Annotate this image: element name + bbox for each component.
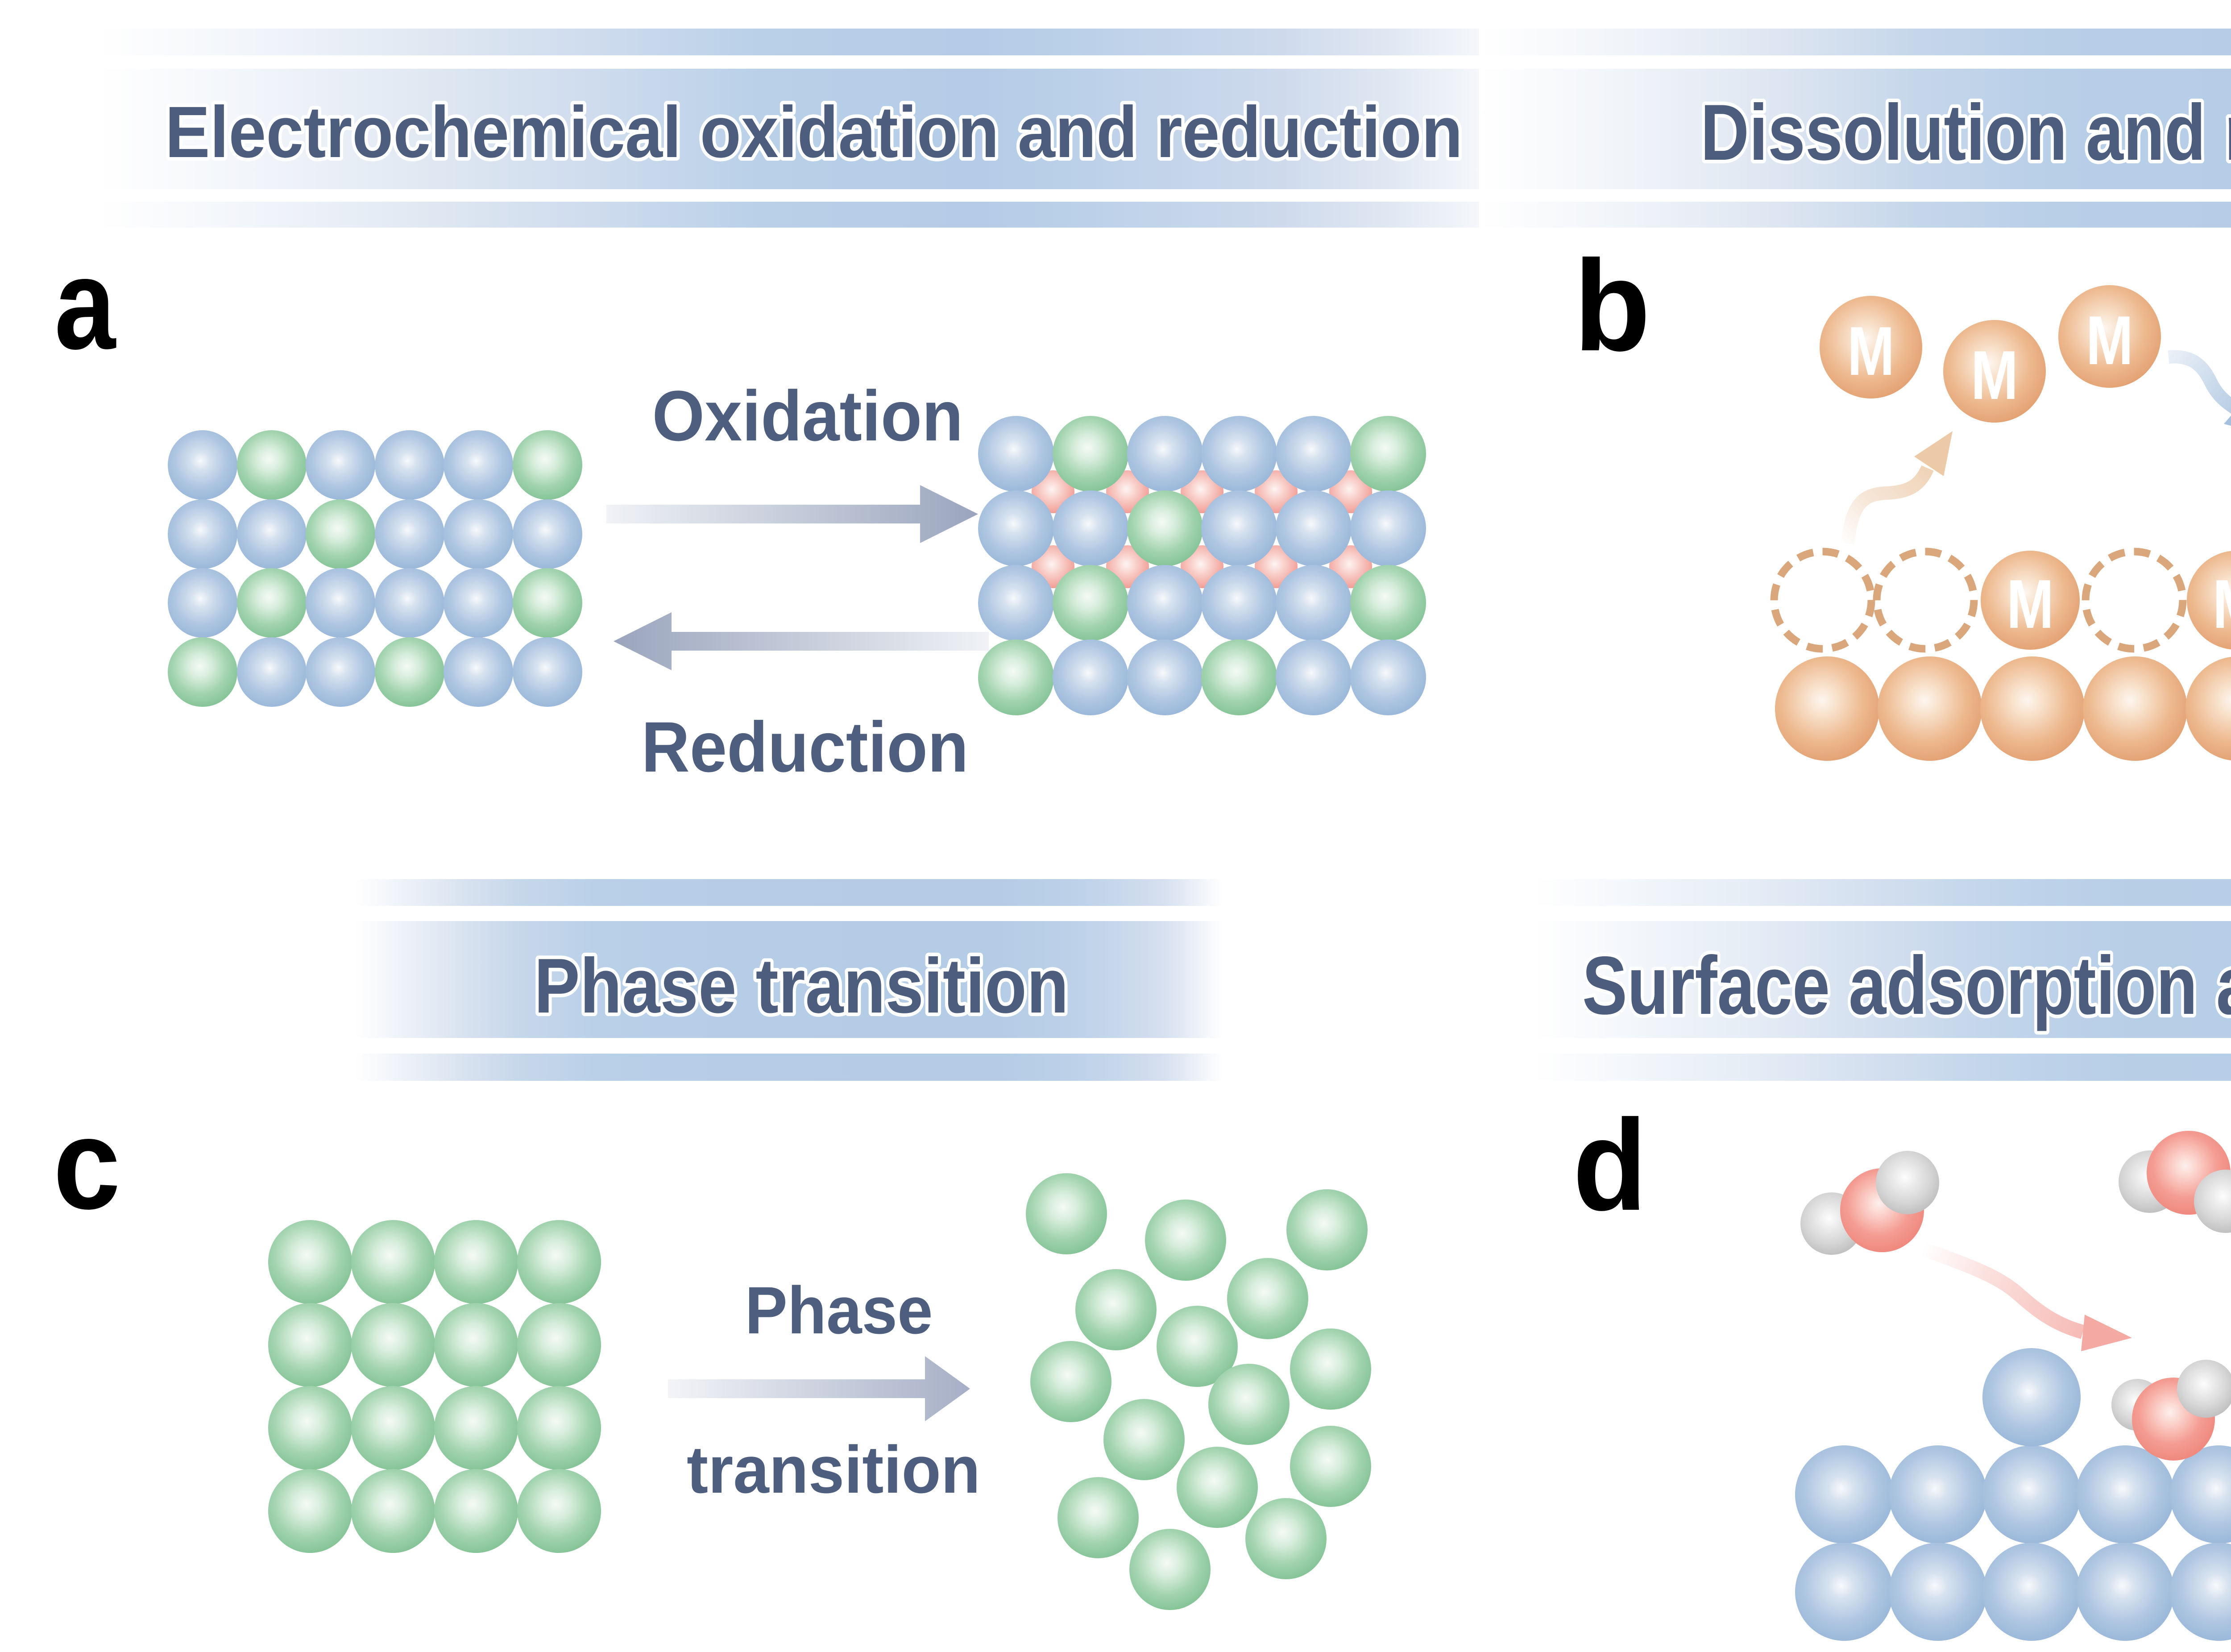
svg-text:Phase transition: Phase transition <box>534 942 1069 1029</box>
svg-text:M: M <box>2007 565 2054 643</box>
svg-text:M: M <box>2086 302 2133 379</box>
svg-text:M: M <box>1971 336 2018 414</box>
svg-text:a: a <box>54 232 116 376</box>
svg-text:b: b <box>1574 233 1650 378</box>
svg-text:Phase: Phase <box>745 1273 933 1348</box>
svg-text:transition: transition <box>687 1432 980 1507</box>
svg-text:Reduction: Reduction <box>642 707 969 787</box>
svg-text:Surface adsorption and coordin: Surface adsorption and coordination <box>1582 940 2231 1032</box>
svg-text:M: M <box>1847 312 1895 390</box>
svg-text:M: M <box>2213 565 2231 643</box>
svg-text:c: c <box>53 1092 120 1236</box>
svg-text:Electrochemical oxidation and: Electrochemical oxidation and reduction <box>165 91 1463 173</box>
svg-text:Oxidation: Oxidation <box>652 376 963 456</box>
svg-text:d: d <box>1573 1093 1647 1237</box>
svg-text:Dissolution and redeposition: Dissolution and redeposition <box>1700 88 2231 177</box>
